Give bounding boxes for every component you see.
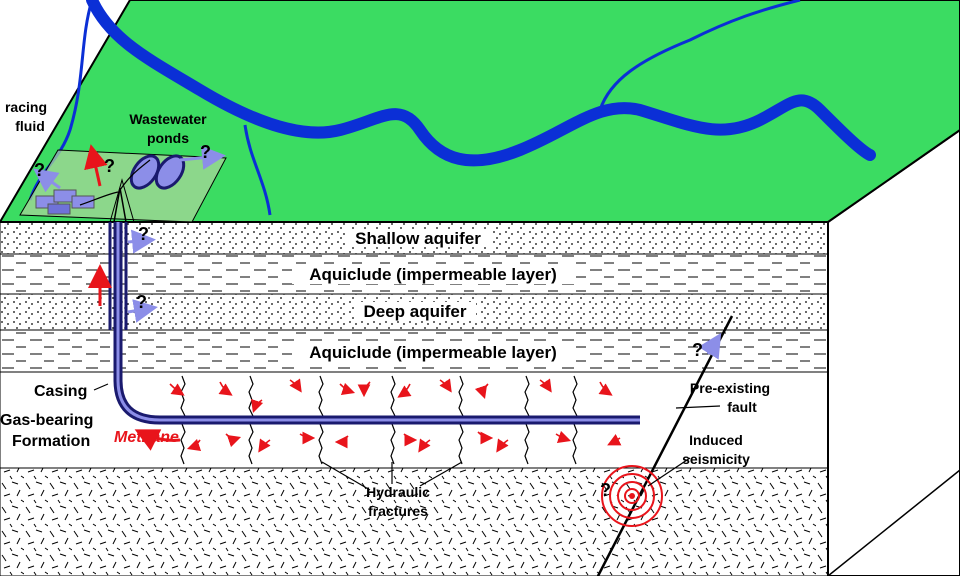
seismicity-label-line2: seismicity	[682, 451, 750, 467]
seismicity-label-line1: Induced	[689, 432, 743, 448]
wastewater-label-line1: Wastewater	[129, 111, 207, 127]
casing-leader	[93, 383, 109, 391]
hydraulic-fractures-label-line1: Hydraulic	[366, 484, 430, 500]
aquiclude-upper-label: Aquiclude (impermeable layer)	[309, 265, 557, 284]
gas-bearing-label-line2: Formation	[12, 433, 90, 450]
red-migration-arrows	[84, 144, 181, 451]
fault-label-line1: Pre-existing	[690, 380, 770, 396]
river-tributary-mid	[243, 124, 272, 216]
river-tributary-right	[598, 0, 801, 111]
wastewater-label-line2: ponds	[147, 130, 189, 146]
question-mark-seismic: ?	[600, 480, 611, 500]
leak-arrows	[33, 145, 722, 360]
hydraulic-fractures-label-line2: fractures	[368, 503, 428, 519]
fault-label-line2: fault	[727, 399, 757, 415]
wastewater-ponds	[129, 154, 186, 190]
fracking-fluid-label-line1: racing	[5, 99, 47, 115]
seismic-epicenter	[629, 493, 635, 499]
question-mark-fault: ?	[692, 340, 703, 360]
gas-bearing-label-line1: Gas-bearing	[0, 412, 93, 429]
well-casing-inner	[116, 222, 640, 422]
induced-seismicity-rings	[601, 465, 663, 527]
question-mark-fluid: ?	[34, 160, 45, 180]
seismicity-leader	[647, 457, 691, 487]
question-mark-shallow: ?	[138, 224, 149, 244]
layer-label-backgrounds	[292, 229, 574, 362]
aquiclude-lower-label: Aquiclude (impermeable layer)	[309, 343, 557, 362]
question-mark-deep: ?	[136, 292, 147, 312]
question-mark-rig: ?	[104, 156, 115, 176]
shallow-aquifer-label: Shallow aquifer	[355, 229, 481, 248]
main-river	[86, 0, 876, 167]
block-side-edge	[827, 469, 960, 576]
methane-label: Methane	[114, 429, 179, 446]
storage-tanks	[35, 189, 95, 215]
wellhead	[79, 159, 151, 223]
deep-aquifer-label: Deep aquifer	[364, 302, 467, 321]
hydraulic-fractures-leaders	[321, 461, 463, 491]
fault-leader	[675, 405, 721, 409]
question-mark-ponds: ?	[200, 142, 211, 162]
casing-label: Casing	[34, 383, 87, 400]
methane-flow-arrows	[169, 378, 622, 453]
fracking-fluid-label-line2: fluid	[15, 118, 45, 134]
